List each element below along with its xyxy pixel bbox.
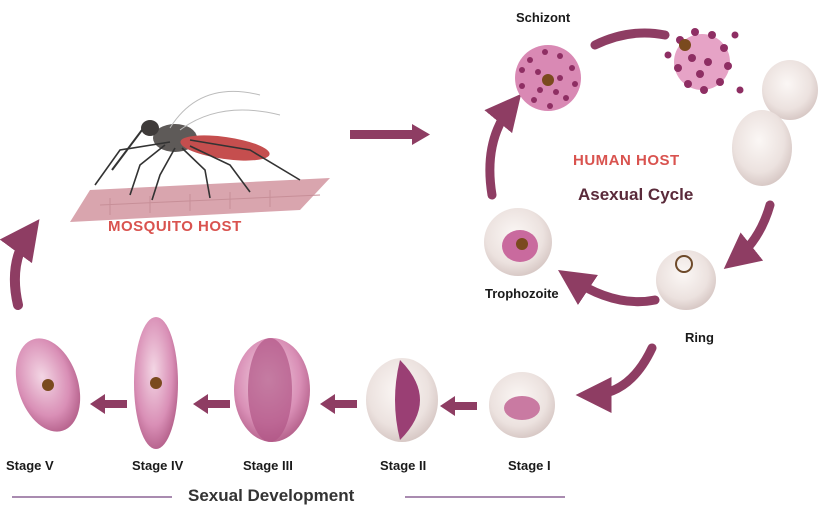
rbc-cell-2 [732,110,792,186]
divider-right [405,496,565,498]
stage-1-cell [489,372,555,438]
arc-trophozoite-to-schizont [490,105,512,195]
stage-1-label: Stage I [508,458,551,473]
stage-2-cell [366,358,438,442]
arrow-stage4-to-stage5 [90,394,127,414]
stage-4-label: Stage IV [132,458,183,473]
mosquito-to-human-arrow [350,124,430,145]
arc-ring-to-trophozoite [570,278,655,302]
stage5-to-mosquito-arrow [15,232,30,305]
sexual-development-label: Sexual Development [188,486,354,506]
stage-5-label: Stage V [6,458,54,473]
stage-5-cell [5,330,92,440]
arrow-stage2-to-stage3 [320,394,357,414]
merozoite-cluster [665,28,744,94]
ring-cell [656,250,716,310]
asexual-cycle-label: Asexual Cycle [578,185,693,205]
arrow-stage1-to-stage2 [440,396,477,416]
trophozoite-cell [484,208,552,276]
schizont-cell [515,45,581,111]
schizont-label: Schizont [516,10,570,25]
stage-3-cell [234,338,310,442]
arc-schizont-to-merozoites [595,33,665,45]
arc-ring-to-stage1 [590,348,652,395]
stage-3-label: Stage III [243,458,293,473]
human-host-label: HUMAN HOST [573,152,680,169]
arrow-stage3-to-stage4 [193,394,230,414]
arc-right-side [735,205,770,260]
stage-4-cell [134,317,178,449]
rbc-cell-1 [762,60,818,120]
ring-label: Ring [685,330,714,345]
stage-2-label: Stage II [380,458,426,473]
mosquito-host-label: MOSQUITO HOST [108,218,242,235]
divider-left [12,496,172,498]
trophozoite-label: Trophozoite [485,286,559,301]
mosquito-illustration [70,91,330,222]
